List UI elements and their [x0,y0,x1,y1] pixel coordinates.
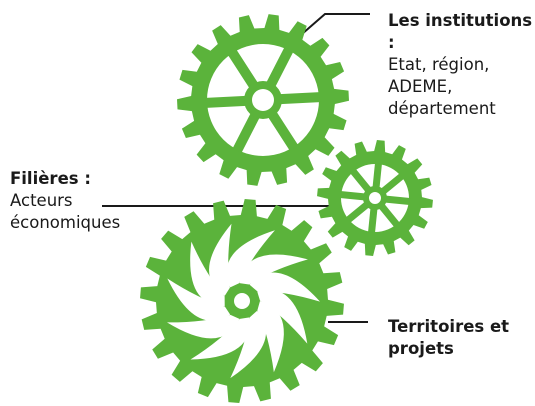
gear-filieres-spoke [379,204,400,228]
gear-institutions-rim [177,14,349,186]
label-territoires-line-1: Territoires et [388,317,510,336]
gear-territoires-blade-gap [249,272,320,302]
gear-territoires-blade-gap [166,314,240,339]
gear-institutions-spoke [227,49,258,89]
gear-institutions-spoke [266,46,294,88]
gear-filieres-hub [363,186,387,210]
gear-filieres-spoke [345,202,369,223]
gear-territoires-axle [234,293,250,309]
gear-filieres-spoke [350,168,371,192]
label-filieres-line-1: Acteurs [10,191,73,210]
gear-institutions-spoke [205,95,247,108]
label-filieres: Filières : Acteurs économiques [10,168,170,234]
label-institutions-line-1: Etat, région, [388,55,490,74]
gear-filieres-spoke [339,191,365,201]
gear-filieres [317,140,433,256]
label-filieres-title: Filières : [10,169,91,188]
label-filieres-line-2: économiques [10,213,121,232]
gear-territoires-blade-gap [190,241,225,307]
connector-institutions [301,13,370,35]
label-territoires: Territoires et projets [388,316,528,360]
gear-territoires-blade-gap [226,230,275,288]
label-institutions: Les institutions : Etat, région, ADEME, … [388,10,535,120]
gear-territoires-blade-gap [239,254,308,285]
gear-institutions-hub [244,81,282,119]
label-institutions-title: Les institutions : [388,11,533,52]
gear-territoires-blade-gap [230,310,267,379]
gear-institutions [177,14,349,186]
gear-institutions-spoke [279,92,321,105]
gear-filieres-spoke [381,173,405,194]
gear-filieres-spoke [385,195,411,205]
gear-filieres-rim [317,140,433,256]
gear-territoires-blade-gap [209,223,232,296]
gear-institutions-spoke [232,112,260,154]
gear-territoires-blade-gap [190,317,250,360]
gear-territoires-blade-gap [167,278,231,321]
gear-filieres-spoke [368,208,378,234]
gear-filieres-spoke [372,162,382,188]
label-institutions-line-2: ADEME, [388,77,453,96]
label-institutions-line-3: département [388,99,496,118]
label-territoires-line-2: projets [388,339,454,358]
gear-territoires-blade-gap [257,289,308,344]
gear-territoires-blade-gap [257,301,284,373]
gear-territoires [140,199,344,403]
gear-institutions-spoke [268,111,299,151]
